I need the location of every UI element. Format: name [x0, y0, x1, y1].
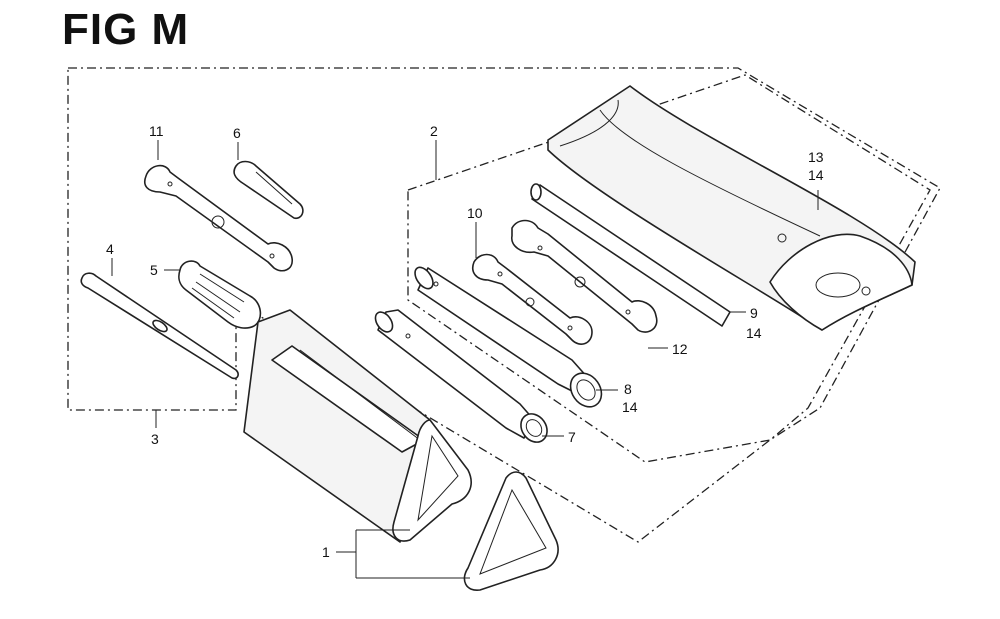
- tool-case: [243, 309, 472, 543]
- box-wrench-large: [414, 266, 603, 408]
- callout-8: 8: [624, 381, 632, 397]
- callout-8-sub: 14: [622, 399, 638, 415]
- callout-9-sub: 14: [746, 325, 762, 341]
- callout-11: 11: [149, 123, 164, 139]
- callout-1: 1: [322, 544, 330, 560]
- set-2-boundary: [407, 74, 931, 463]
- callout-9: 9: [750, 305, 758, 321]
- callout-13-sub: 14: [808, 167, 824, 183]
- wrench-small: [472, 253, 593, 345]
- end-cap: [463, 471, 559, 591]
- callout-3: 3: [151, 431, 159, 447]
- callouts: 11 6 4 5 3 2 10 13 14 9 14 12 8 14 7 1: [106, 123, 824, 560]
- callout-7: 7: [568, 429, 576, 445]
- callout-6: 6: [233, 125, 241, 141]
- wrench-11: [144, 164, 293, 272]
- callout-10: 10: [467, 205, 483, 221]
- callout-2: 2: [430, 123, 438, 139]
- callout-12: 12: [672, 341, 688, 357]
- callout-13: 13: [808, 149, 824, 165]
- wrench-large: [511, 219, 658, 333]
- outer-boundary: [67, 67, 941, 543]
- bar: [530, 183, 731, 327]
- leader-lines: [111, 140, 819, 579]
- screwdriver-grip: [233, 160, 304, 220]
- callout-4: 4: [106, 241, 114, 257]
- screwdriver: [80, 272, 239, 380]
- screwdriver-handle: [178, 260, 262, 329]
- box-wrench-small: [374, 309, 548, 443]
- figure-title: FIG M: [62, 5, 190, 54]
- callout-5: 5: [150, 262, 158, 278]
- tool-bag: [547, 85, 916, 331]
